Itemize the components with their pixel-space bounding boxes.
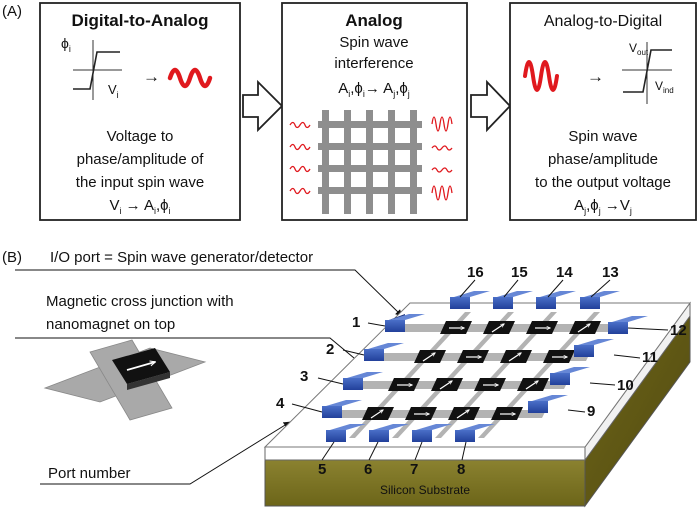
box-digital-to-analog: Digital-to-Analog ϕi Vi → Voltage to pha… — [39, 2, 241, 221]
box3-formula: Aj,ϕj →Vj — [574, 197, 632, 216]
port-leaders — [291, 279, 669, 461]
box1-xlabel: V — [108, 82, 117, 97]
box1-desc-2: phase/amplitude of — [77, 151, 205, 168]
port-cube-15 — [493, 291, 533, 309]
step-transfer-plot: ϕi Vi — [61, 35, 122, 100]
port-number-label: Port number — [48, 465, 131, 482]
port-cube-5 — [326, 424, 366, 442]
port-cube-11 — [574, 339, 614, 357]
magnetization-arrow — [126, 362, 155, 371]
input-waves — [289, 121, 311, 195]
box3-xlabel-sub: ind — [663, 86, 674, 95]
port-10-number: 10 — [617, 377, 634, 394]
port-15-number: 15 — [511, 264, 528, 281]
port-cube-1 — [385, 314, 425, 332]
port-cube-8 — [455, 424, 495, 442]
waveguide-grid — [326, 312, 612, 438]
port-number-leader — [40, 421, 291, 485]
box3-title: Analog-to-Digital — [544, 13, 662, 30]
junction-label-2: nanomagnet on top — [46, 316, 175, 333]
port-16-number: 16 — [467, 264, 484, 281]
box3-desc-1: Spin wave — [568, 128, 637, 145]
box1-formula: Vi → Ai,ϕi — [109, 197, 170, 216]
port-cube-9 — [528, 395, 568, 413]
interference-grid — [318, 110, 422, 214]
port-8-number: 8 — [457, 461, 465, 478]
port-4-number: 4 — [276, 395, 285, 412]
box3-xlabel: V — [655, 79, 663, 93]
box1-xlabel-sub: i — [117, 90, 119, 100]
box2-line2: interference — [334, 55, 413, 72]
panel-a-label: (A) — [2, 3, 22, 20]
panel-b-label: (B) — [2, 249, 22, 266]
box1-arrow: → — [143, 67, 160, 86]
box-analog: Analog Spin wave interference Ai,ϕi→ Aj,… — [281, 2, 468, 221]
cross-junction — [43, 339, 207, 421]
box1-desc-1: Voltage to — [107, 128, 174, 145]
box2-title: Analog — [345, 11, 403, 30]
box1-ylabel: ϕ — [61, 35, 69, 51]
port-11-number: 11 — [642, 349, 658, 366]
port-cube-7 — [412, 424, 452, 442]
spin-wave-icon-large — [523, 60, 559, 92]
junction-label-1: Magnetic cross junction with — [46, 293, 234, 310]
spin-wave-icon — [167, 67, 213, 89]
grid-arrows — [332, 133, 406, 185]
port-14-number: 14 — [556, 264, 573, 281]
port-cube-4 — [322, 400, 362, 418]
port-1-number: 1 — [352, 314, 360, 331]
port-7-number: 7 — [410, 461, 418, 478]
port-5-number: 5 — [318, 461, 326, 478]
port-12-number: 12 — [670, 322, 687, 339]
port-9-number: 9 — [587, 403, 595, 420]
port-cube-12 — [608, 316, 648, 334]
flow-arrow-2 — [470, 79, 512, 133]
output-waves — [431, 116, 453, 201]
nanomagnet-array — [362, 321, 601, 420]
io-port-label: I/O port = Spin wave generator/detector — [50, 249, 313, 266]
svg-text:Vout: Vout — [629, 41, 649, 57]
box3-ylabel-sub: out — [637, 48, 649, 57]
port-6-number: 6 — [364, 461, 372, 478]
box1-ylabel-sub: i — [69, 44, 71, 54]
flow-arrow-1 — [242, 79, 284, 133]
nanomagnet-arrows — [370, 324, 590, 419]
substrate-label: Silicon Substrate — [380, 483, 470, 497]
port-3-number: 3 — [300, 368, 308, 385]
svg-text:Vind: Vind — [655, 79, 674, 95]
io-ports — [322, 291, 648, 442]
port-13-number: 13 — [602, 264, 619, 281]
box2-formula: Ai,ϕi→ Aj,ϕj — [338, 80, 410, 99]
box-analog-to-digital: Analog-to-Digital → Vout Vind Spin wave … — [509, 2, 697, 221]
svg-text:Vi: Vi — [108, 82, 119, 100]
port-cube-2 — [364, 343, 404, 361]
port-2-number: 2 — [326, 341, 334, 358]
box3-ylabel: V — [629, 41, 637, 55]
threshold-plot: Vout Vind — [622, 41, 674, 104]
box1-title: Digital-to-Analog — [72, 11, 209, 30]
box2-line1: Spin wave — [339, 34, 408, 51]
port-cube-6 — [369, 424, 409, 442]
box3-desc-3: to the output voltage — [535, 174, 671, 191]
box3-arrow: → — [587, 67, 604, 86]
io-port-leader — [15, 269, 403, 317]
port-numbers: 1 2 3 4 5 6 7 8 9 10 11 12 13 14 15 16 — [276, 264, 687, 478]
port-cube-10 — [550, 367, 590, 385]
port-cube-3 — [343, 372, 383, 390]
junction-leader — [15, 337, 379, 379]
svg-text:ϕi: ϕi — [61, 35, 71, 54]
box1-desc-3: the input spin wave — [76, 174, 204, 191]
port-cube-16 — [450, 291, 490, 309]
box3-desc-2: phase/amplitude — [548, 151, 658, 168]
